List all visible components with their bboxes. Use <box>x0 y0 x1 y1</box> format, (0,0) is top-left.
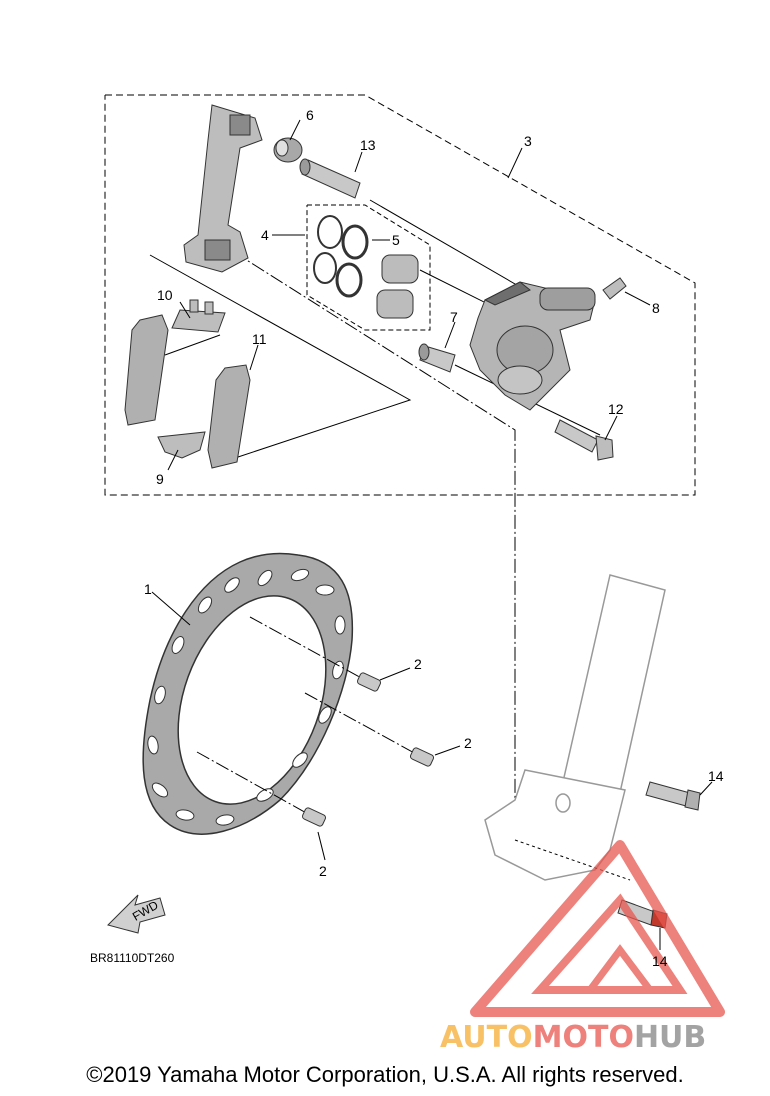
fwd-arrow: FWD <box>107 894 166 934</box>
callout-leaders <box>151 119 713 950</box>
rubber-boot <box>273 137 303 163</box>
watermark-part2: MOTO <box>533 1020 634 1055</box>
bleed-screw <box>602 277 627 300</box>
assembly-axis-line <box>214 239 516 840</box>
callout-9: 9 <box>156 471 164 487</box>
caliper-assembly-boundary <box>104 94 696 496</box>
diagram-code: BR81110DT260 <box>90 951 175 965</box>
pad-leader <box>164 334 221 356</box>
disc-bolts <box>301 672 435 827</box>
slide-pin <box>299 158 361 199</box>
callout-1: 1 <box>144 581 152 597</box>
pad-group-lines <box>149 254 412 459</box>
callout-11: 11 <box>252 331 267 347</box>
callout-7: 7 <box>450 309 458 325</box>
watermark-part1: AUTO <box>440 1020 533 1055</box>
front-fork <box>484 574 666 881</box>
caliper-bolt <box>554 419 614 461</box>
seal-kit-boundary <box>306 204 431 331</box>
piston-seals <box>313 215 369 298</box>
pad-clip <box>171 299 226 333</box>
callout-14-lower: 14 <box>652 953 668 969</box>
watermark-part3: HUB <box>634 1020 706 1055</box>
callout-14-upper: 14 <box>708 768 724 784</box>
callout-2-middle: 2 <box>464 735 472 751</box>
callout-2-lower: 2 <box>319 863 327 879</box>
caliper-body <box>469 281 596 411</box>
callout-10: 10 <box>157 287 173 303</box>
callout-6: 6 <box>306 107 314 123</box>
callout-2-upper: 2 <box>414 656 422 672</box>
callout-5: 5 <box>392 232 400 248</box>
watermark-logo <box>470 840 725 1017</box>
caliper-bracket <box>183 104 263 273</box>
caliper-pin <box>418 343 456 373</box>
callout-13: 13 <box>360 137 376 153</box>
axle-bolt-line <box>514 839 631 881</box>
callout-4: 4 <box>261 227 269 243</box>
callout-8: 8 <box>652 300 660 316</box>
brake-disc <box>142 552 354 835</box>
pad-spring <box>157 431 206 459</box>
callout-12: 12 <box>608 401 624 417</box>
brake-pads <box>124 314 251 469</box>
copyright-notice: ©2019 Yamaha Motor Corporation, U.S.A. A… <box>86 1062 684 1087</box>
callout-3: 3 <box>524 133 532 149</box>
watermark-text: AUTOMOTOHUB <box>440 1020 706 1055</box>
caliper-pistons <box>376 254 419 319</box>
